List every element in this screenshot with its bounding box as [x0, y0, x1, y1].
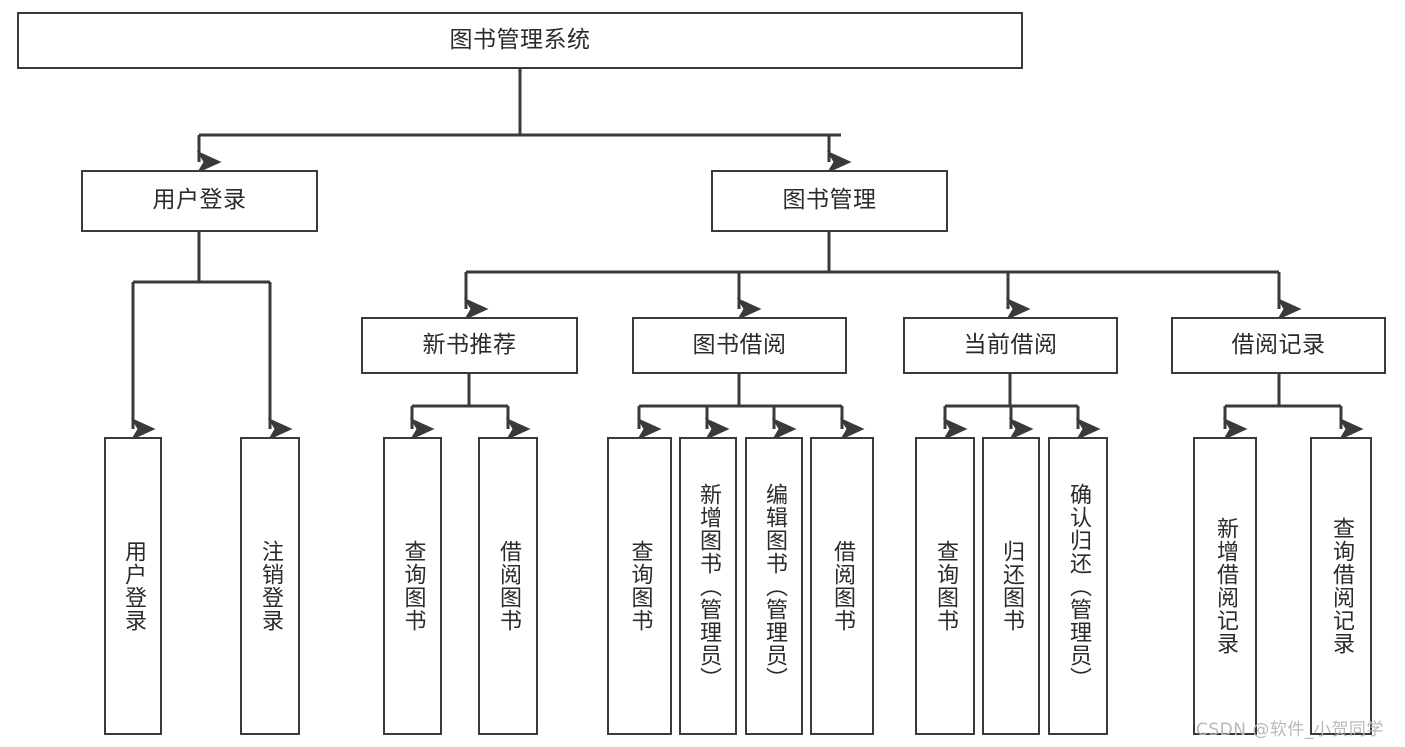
node-leaf-borrow-book-2-label: 借阅图书	[829, 540, 855, 632]
node-new-book-recommend-label: 新书推荐	[422, 331, 517, 358]
node-leaf-confirm-return[interactable]: 确认归还（管理员）	[1048, 437, 1108, 735]
node-leaf-add-borrow-record-label: 新增借阅记录	[1212, 517, 1238, 655]
node-borrow-record[interactable]: 借阅记录	[1171, 317, 1386, 374]
node-leaf-return-book-label: 归还图书	[998, 540, 1024, 632]
node-borrow-record-label: 借阅记录	[1231, 331, 1326, 358]
node-leaf-borrow-book-1-label: 借阅图书	[495, 540, 521, 632]
node-new-book-recommend[interactable]: 新书推荐	[361, 317, 578, 374]
node-book-management[interactable]: 图书管理	[711, 170, 948, 232]
node-user-login-label: 用户登录	[152, 187, 247, 214]
node-leaf-query-book-3-label: 查询图书	[932, 540, 958, 632]
node-leaf-logout[interactable]: 注销登录	[240, 437, 300, 735]
node-leaf-edit-book-label: 编辑图书（管理员）	[761, 482, 787, 690]
node-book-borrow[interactable]: 图书借阅	[632, 317, 847, 374]
node-leaf-return-book[interactable]: 归还图书	[982, 437, 1040, 735]
node-leaf-query-book-3[interactable]: 查询图书	[915, 437, 975, 735]
node-leaf-add-borrow-record[interactable]: 新增借阅记录	[1193, 437, 1257, 735]
node-leaf-add-book-label: 新增图书（管理员）	[695, 482, 721, 690]
node-user-login[interactable]: 用户登录	[81, 170, 318, 232]
node-root[interactable]: 图书管理系统	[17, 12, 1023, 69]
node-leaf-query-borrow-record[interactable]: 查询借阅记录	[1310, 437, 1372, 735]
node-leaf-query-book-1[interactable]: 查询图书	[383, 437, 442, 735]
node-book-borrow-label: 图书借阅	[692, 331, 787, 358]
node-leaf-user-login[interactable]: 用户登录	[104, 437, 162, 735]
node-leaf-user-login-label: 用户登录	[120, 540, 146, 632]
node-leaf-borrow-book-1[interactable]: 借阅图书	[478, 437, 538, 735]
node-leaf-add-book[interactable]: 新增图书（管理员）	[679, 437, 737, 735]
node-current-borrow-label: 当前借阅	[963, 331, 1058, 358]
node-leaf-query-borrow-record-label: 查询借阅记录	[1328, 517, 1354, 655]
node-leaf-confirm-return-label: 确认归还（管理员）	[1065, 482, 1091, 690]
node-current-borrow[interactable]: 当前借阅	[903, 317, 1118, 374]
node-leaf-query-book-1-label: 查询图书	[400, 540, 426, 632]
node-leaf-logout-label: 注销登录	[257, 540, 283, 632]
node-leaf-query-book-2[interactable]: 查询图书	[607, 437, 672, 735]
node-root-label: 图书管理系统	[449, 26, 591, 53]
node-leaf-edit-book[interactable]: 编辑图书（管理员）	[745, 437, 803, 735]
node-leaf-borrow-book-2[interactable]: 借阅图书	[810, 437, 874, 735]
node-leaf-query-book-2-label: 查询图书	[627, 540, 653, 632]
node-book-management-label: 图书管理	[782, 187, 877, 214]
